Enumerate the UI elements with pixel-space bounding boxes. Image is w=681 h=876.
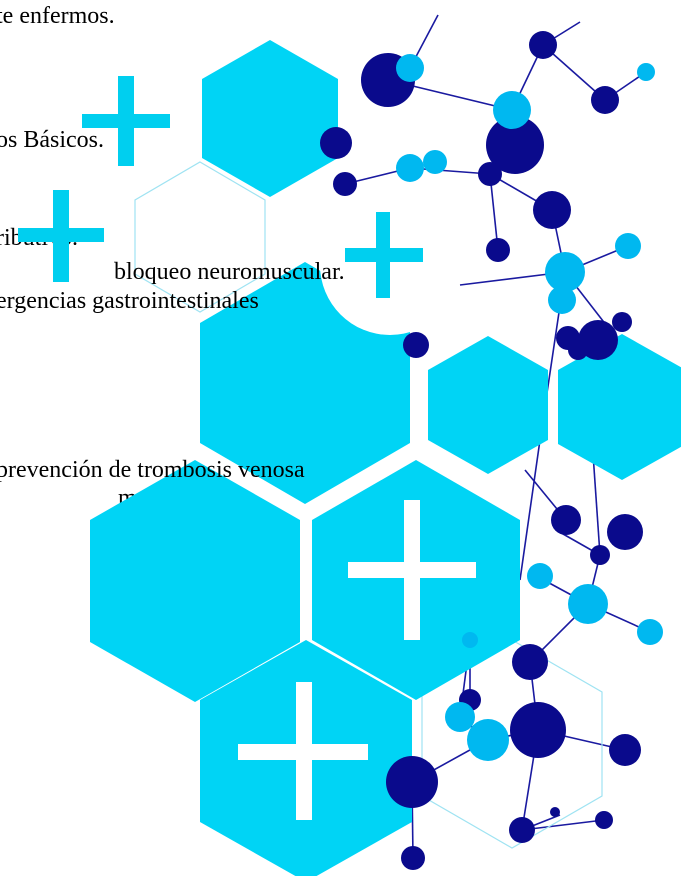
molecule-node (548, 286, 576, 314)
molecule-node (550, 807, 560, 817)
molecule-nodes-sky (396, 54, 663, 761)
plus-icon (82, 76, 170, 166)
molecule-node (609, 734, 641, 766)
molecule-node (590, 545, 610, 565)
molecule-node (568, 340, 588, 360)
molecule-bond (519, 439, 541, 581)
molecule-node (551, 505, 581, 535)
molecule-node (612, 312, 632, 332)
hexagon-shape (558, 334, 681, 480)
molecule-node (510, 702, 566, 758)
hexagon-shape (202, 40, 338, 197)
molecule-node (462, 632, 478, 648)
molecule-node (396, 154, 424, 182)
molecule-node (445, 702, 475, 732)
molecule-node (568, 584, 608, 624)
plus-icon (238, 682, 368, 820)
molecule-node (533, 191, 571, 229)
hexagon-shape (428, 336, 548, 474)
molecule-node (333, 172, 357, 196)
molecule-node (493, 91, 531, 129)
hexagon-shape (134, 161, 266, 313)
molecule-node (529, 31, 557, 59)
molecule-node (403, 332, 429, 358)
molecule-node (607, 514, 643, 550)
filled-hexagons (90, 40, 681, 876)
molecule-node (320, 127, 352, 159)
molecule-node (486, 116, 544, 174)
cyan-plus-signs (18, 76, 423, 298)
molecule-node (637, 619, 663, 645)
plus-icon (348, 500, 476, 640)
molecule-node (615, 233, 641, 259)
molecule-node (486, 238, 510, 262)
molecule-node (401, 846, 425, 870)
molecule-bond (489, 173, 499, 251)
molecule-node (545, 252, 585, 292)
molecule-node (478, 162, 502, 186)
molecule-node (527, 563, 553, 589)
molecule-node (509, 817, 535, 843)
plus-icon (345, 212, 423, 298)
molecule-node (386, 756, 438, 808)
molecule-node (591, 86, 619, 114)
molecule-nodes-navy (320, 31, 643, 870)
molecule-node (396, 54, 424, 82)
white-plus-signs (238, 500, 476, 820)
molecule-node (467, 719, 509, 761)
molecule-node (595, 811, 613, 829)
molecule-node (423, 150, 447, 174)
molecule-node (512, 644, 548, 680)
plus-icon (18, 190, 104, 282)
hexagon-shape (90, 460, 300, 702)
molecule-node (637, 63, 655, 81)
molecule-bond (521, 819, 605, 831)
